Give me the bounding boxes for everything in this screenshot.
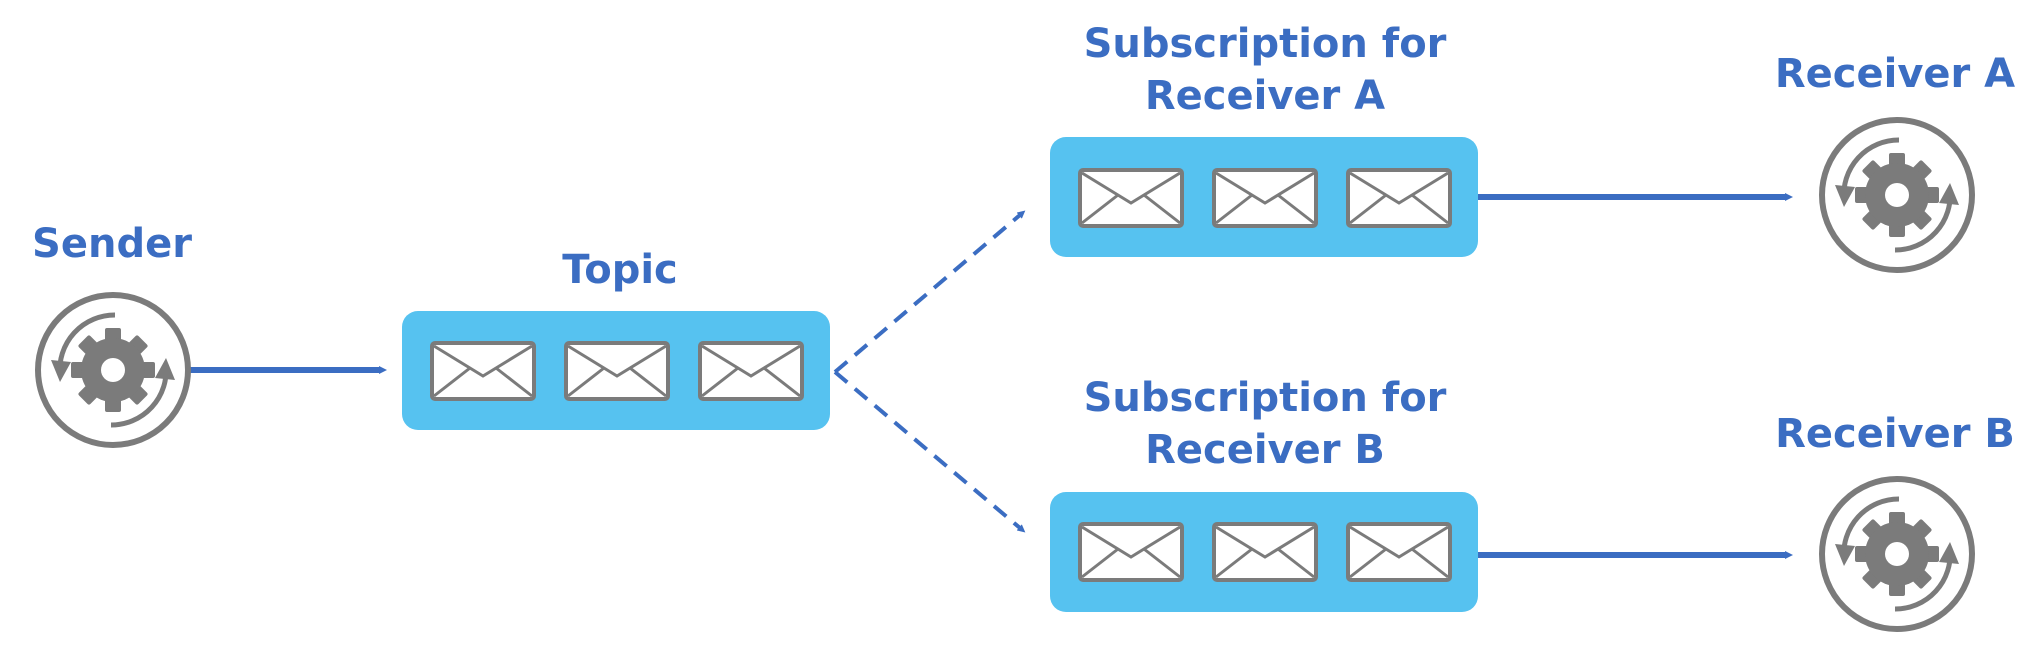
- receiver-b-node: [1822, 479, 1972, 629]
- receiver-b-label-text: Receiver B: [1775, 411, 2015, 457]
- envelope-icon: [1078, 522, 1184, 582]
- envelope-icon: [1078, 168, 1184, 228]
- subscription-a-queue: [1050, 137, 1478, 257]
- envelope-icon: [698, 341, 804, 401]
- envelope-icon: [564, 341, 670, 401]
- subscription-b-label-line2: Receiver B: [1145, 427, 1385, 473]
- receiver-a-node: [1822, 120, 1972, 270]
- envelope-icon: [1212, 168, 1318, 228]
- subscription-a-label-line2: Receiver A: [1144, 73, 1386, 119]
- topic-label-text: Topic: [562, 247, 678, 293]
- receiver-a-label-text: Receiver A: [1774, 51, 2016, 97]
- envelope-icon: [1346, 168, 1452, 228]
- connectors: [190, 193, 1793, 559]
- subscription-b-label: Subscription for Receiver B: [1030, 372, 1500, 476]
- receiver-b-label: Receiver B: [1760, 408, 2030, 460]
- subscription-b-label-line1: Subscription for: [1083, 375, 1447, 421]
- sender-label-text: Sender: [32, 221, 192, 267]
- receiver-a-label: Receiver A: [1760, 48, 2030, 100]
- subscription-a-label-line1: Subscription for: [1083, 21, 1447, 67]
- sender-label: Sender: [22, 218, 202, 270]
- gear-process-icon: [1822, 120, 1972, 270]
- topic-to-subscription-b-arrow: [833, 370, 1026, 533]
- topic-queue: [402, 311, 830, 430]
- topic-label: Topic: [500, 244, 740, 296]
- sender-node: [38, 295, 188, 445]
- envelope-icon: [1346, 522, 1452, 582]
- topic-to-subscription-a-arrow: [833, 210, 1026, 374]
- envelope-icon: [430, 341, 536, 401]
- envelope-icon: [1212, 522, 1318, 582]
- subscription-a-label: Subscription for Receiver A: [1030, 18, 1500, 122]
- subscription-b-queue: [1050, 492, 1478, 612]
- gear-process-icon: [1822, 479, 1972, 629]
- gear-process-icon: [38, 295, 188, 445]
